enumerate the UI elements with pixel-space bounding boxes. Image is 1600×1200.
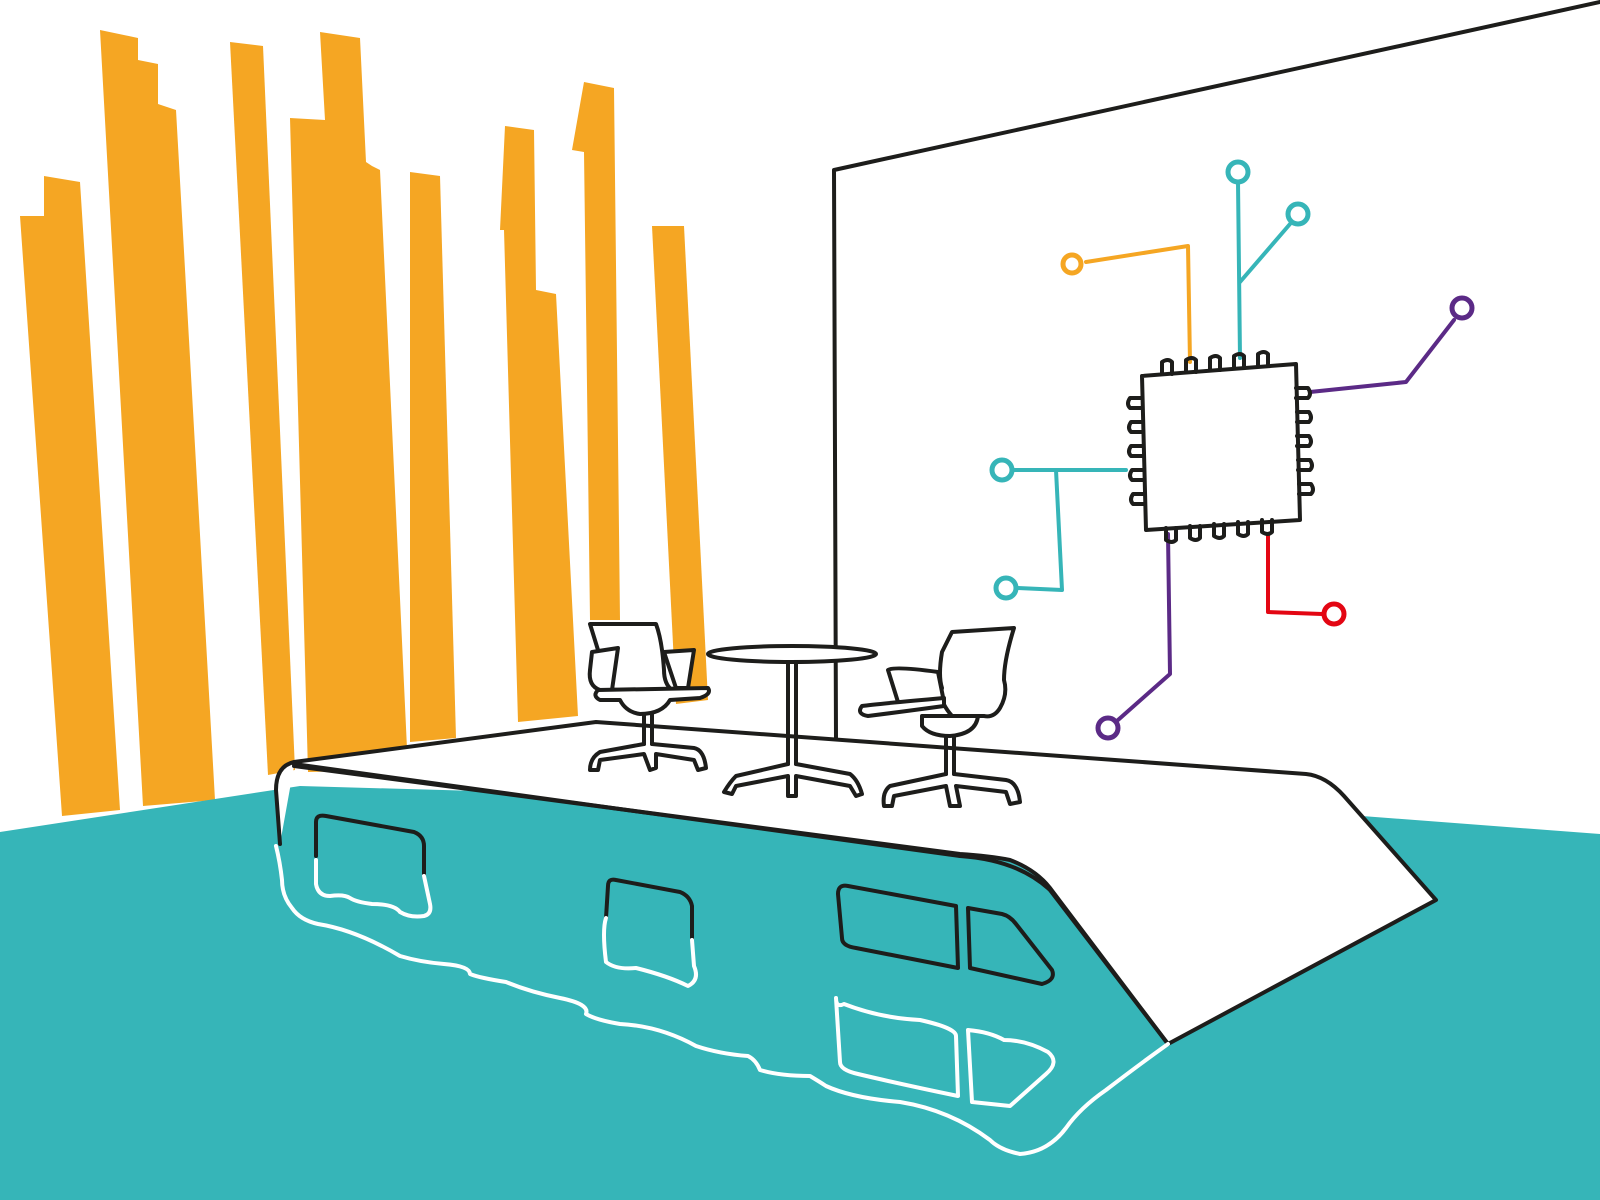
bus-window [966,906,1055,986]
circuit-node [1321,601,1347,627]
circuit-node [989,457,1015,483]
chair-back [938,626,1016,719]
chair-arm [587,646,620,692]
chip-body [1140,362,1302,532]
chair-seat [593,686,711,716]
circuit-trace [1236,180,1242,360]
reflection-outline [274,844,1170,1156]
office-chair-icon [858,626,1022,808]
chair-base [881,772,1022,808]
bus-window [314,813,426,878]
circuit-node [993,575,1019,601]
reflection-window [314,858,433,919]
circuit-trace [1308,318,1456,394]
skyline-bar [652,226,708,704]
circuit-node [1095,715,1121,741]
bus-window [836,883,960,970]
skyline-bar [230,42,295,775]
water-reflection [274,844,1170,1156]
table-top [706,644,878,664]
skyline-illustration [20,30,708,816]
circuit-trace [1016,468,1064,592]
circuit-node [1285,201,1311,227]
circuit-trace [1084,244,1192,364]
office-chair-icon [587,622,711,772]
skyline-bar [500,126,578,722]
circuit-trace [989,159,1475,741]
circuit-node [1225,159,1251,185]
chair-seat [920,714,980,738]
bus-window [604,877,694,942]
chip-pins [1126,350,1315,544]
submerged-bus-roof [274,720,1438,1046]
chair-base [588,742,708,772]
circuit-trace [1238,222,1292,284]
circuit-node [1449,295,1475,321]
skyline-bar [100,30,215,806]
back-wall-outline [832,0,1600,742]
skyline-bar [410,172,456,742]
skyline-bar [20,176,120,816]
circuit-node [1060,252,1084,276]
reflection-window [966,1028,1056,1108]
chair-arm [858,696,946,718]
skyline-bar [572,82,620,620]
chair-arm [662,648,696,690]
circuit-trace [1116,532,1172,722]
microchip-icon [1126,350,1315,544]
circuit-trace [1266,532,1324,616]
reflection-window [834,996,960,1098]
round-table-icon [706,644,878,798]
skyline-bar [290,32,408,772]
reflection-window [602,916,698,988]
bus-roof-edge [292,762,962,858]
bus-front-edge [958,854,1170,1046]
table-base [722,762,864,798]
